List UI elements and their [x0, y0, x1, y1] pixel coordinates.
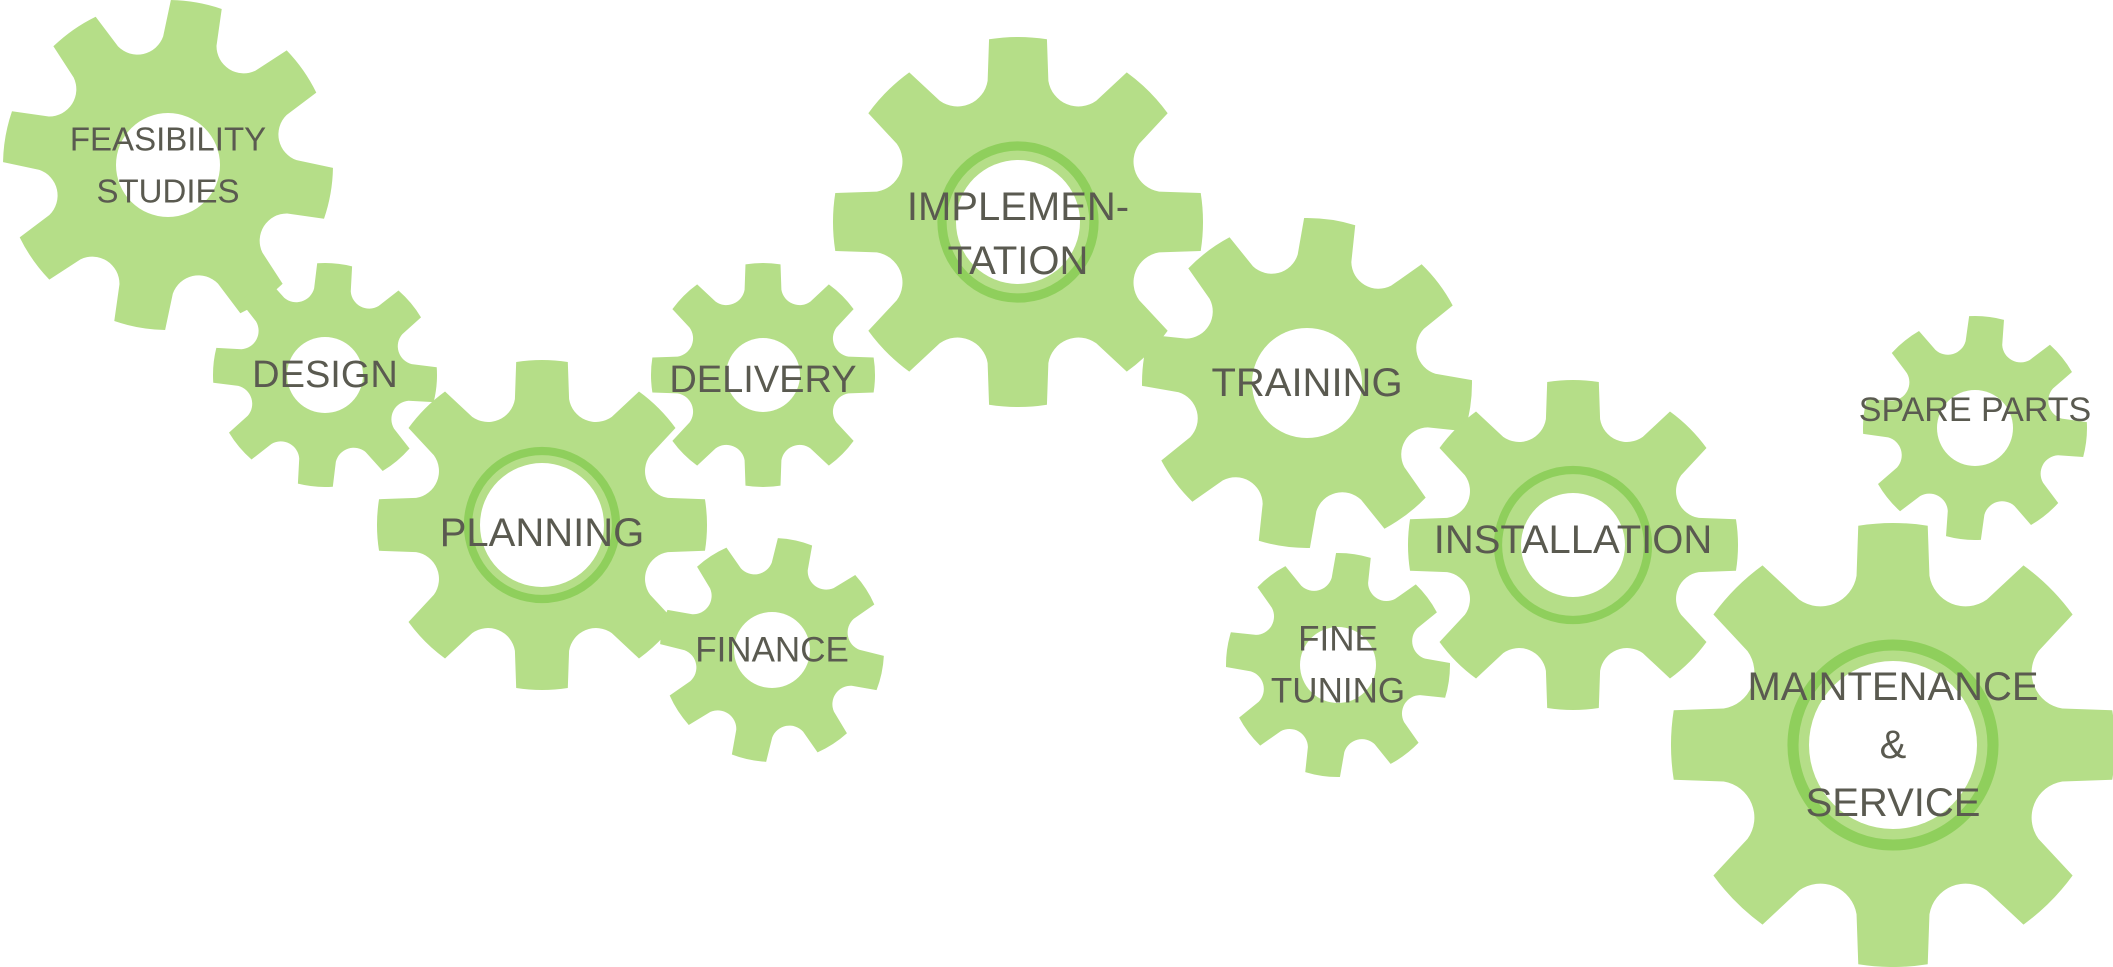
gear-label-planning-line-0: PLANNING [440, 511, 645, 555]
gear-hole [1809, 661, 1977, 829]
gear-hole [1937, 390, 2013, 466]
gear-installation: INSTALLATION [1407, 379, 1739, 711]
gear-planning: PLANNING [376, 359, 708, 691]
gear-label-maintenance-service-line-1: & [1880, 723, 1907, 767]
gear-ring [463, 446, 621, 604]
gear-label-training-line-0: TRAINING [1211, 361, 1402, 405]
gear-label-fine-tuning-line-0: FINE [1298, 620, 1378, 659]
gear-spare-parts: SPARE PARTS [1859, 315, 2091, 541]
gear-label-delivery-line-0: DELIVERY [669, 359, 856, 401]
gear-ring [1493, 465, 1653, 625]
gear-hole [726, 338, 800, 412]
gear-label-implementation-line-0: IMPLEMEN- [907, 185, 1129, 229]
gear-hole [1300, 627, 1376, 703]
gear-hole [956, 160, 1080, 284]
gear-implementation: IMPLEMEN- TATION [833, 37, 1203, 407]
gear-label-fine-tuning-line-1: TUNING [1271, 672, 1405, 711]
gear-hole [1252, 328, 1362, 438]
gear-fine-tuning: FINE TUNING [1226, 553, 1450, 777]
gear-hole [480, 463, 604, 587]
gear-label-maintenance-service-line-2: SERVICE [1806, 781, 1981, 825]
gear-hole [287, 337, 363, 413]
gear-hole [734, 612, 810, 688]
gear-training: TRAINING [1142, 218, 1472, 548]
gear-feasibility-studies: FEASIBILITY STUDIES [3, 0, 333, 330]
gear-delivery: DELIVERY [651, 263, 875, 487]
gear-label-design-line-0: DESIGN [252, 354, 398, 396]
gear-label-implementation-line-1: TATION [948, 239, 1089, 283]
gear-finance: FINANCE [660, 538, 884, 762]
gear-ring [1787, 639, 1999, 851]
gear-label-feasibility-studies-line-1: STUDIES [96, 173, 239, 210]
gear-label-installation-line-0: INSTALLATION [1434, 518, 1713, 562]
gear-hole [1521, 493, 1625, 597]
gear-design: DESIGN [212, 262, 438, 488]
gear-label-maintenance-service-line-0: MAINTENANCE [1747, 665, 2038, 709]
gear-ring [937, 141, 1099, 303]
gear-label-finance-line-0: FINANCE [695, 631, 849, 670]
gear-label-spare-parts-line-0: SPARE PARTS [1859, 391, 2091, 429]
gear-maintenance-service: MAINTENANCE & SERVICE [1670, 522, 2113, 967]
gear-label-feasibility-studies-line-0: FEASIBILITY [70, 121, 266, 158]
gear-hole [116, 113, 220, 217]
